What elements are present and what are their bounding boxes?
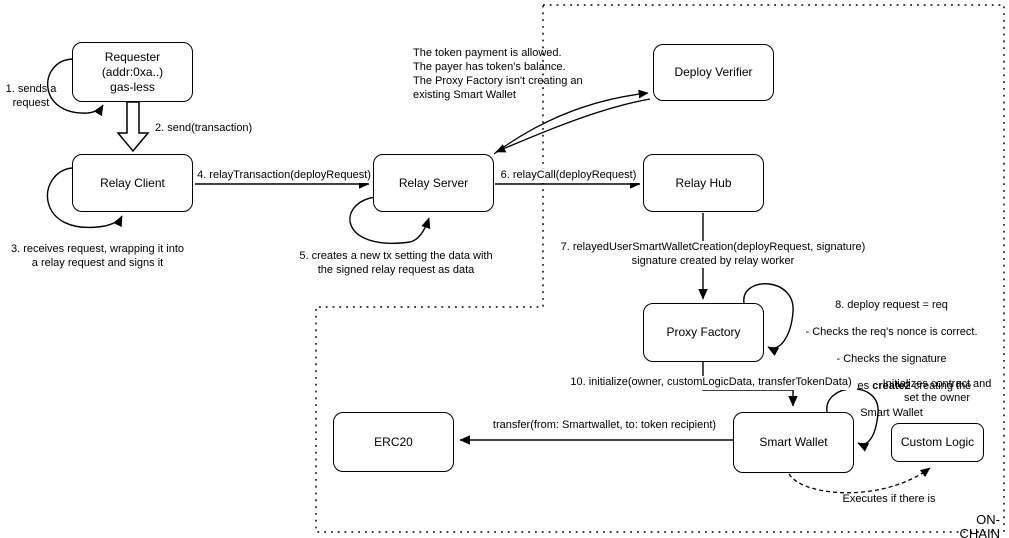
step6-label: 6. relayCall(deployRequest) xyxy=(497,169,640,183)
relay-hub-node: Relay Hub xyxy=(643,154,764,212)
custom-logic-node: Custom Logic xyxy=(891,423,984,462)
relay-server-label: Relay Server xyxy=(398,175,469,190)
step1-label: 1. sends a request xyxy=(5,83,57,109)
smart-wallet-label: Smart Wallet xyxy=(759,435,828,449)
step2-label: 2. send(transaction) xyxy=(155,122,253,134)
requester-node: Requester (addr:0xa..) gas-less xyxy=(72,42,193,102)
step5-label: 5. creates a new tx setting the data wit… xyxy=(299,250,493,276)
erc20-node: ERC20 xyxy=(333,412,454,472)
erc20-label: ERC20 xyxy=(374,434,413,449)
relay-server-node: Relay Server xyxy=(373,154,494,212)
step7-label: 7. relayedUserSmartWalletCreation(deploy… xyxy=(548,241,878,268)
send-transaction-arrow xyxy=(116,101,150,153)
step3-label: 3. receives request, wrapping it into a … xyxy=(10,243,185,269)
verifier-note: The token payment is allowed. The payer … xyxy=(413,47,583,101)
relay-client-node: Relay Client xyxy=(72,154,193,212)
note9-post: creating the xyxy=(910,379,972,392)
transfer-label: transfer(from: Smartwallet, to: token re… xyxy=(487,419,722,433)
step10-label: 10. initialize(owner, customLogicData, t… xyxy=(565,376,857,390)
proxy-factory-node: Proxy Factory xyxy=(643,303,764,362)
requester-label: Requester (addr:0xa..) gas-less xyxy=(101,49,164,94)
note9-bold: create2 xyxy=(872,379,911,392)
proxy-factory-label: Proxy Factory xyxy=(666,325,741,339)
step4-label: 4. relayTransaction(deployRequest) xyxy=(195,169,373,183)
note-8-9: 8. deploy request = req - Checks the req… xyxy=(783,285,1000,434)
note8-line1: 8. deploy request = req xyxy=(835,298,948,311)
smart-wallet-node: Smart Wallet xyxy=(733,412,854,473)
onchain-label: ON-CHAIN xyxy=(959,512,1000,538)
initializes-note: Initializes contract and set the owner xyxy=(882,378,992,404)
executes-note: Executes if there is xyxy=(842,493,936,505)
verify-response-arrow xyxy=(495,98,651,153)
relay-client-label: Relay Client xyxy=(100,175,165,190)
note9-line2: Smart Wallet xyxy=(860,406,923,419)
note8-line3: - Checks the signature xyxy=(836,352,947,365)
relay-hub-label: Relay Hub xyxy=(675,175,732,190)
note8-line2: - Checks the req's nonce is correct. xyxy=(805,325,978,338)
verify-request-arrow xyxy=(493,89,649,155)
custom-logic-label: Custom Logic xyxy=(900,435,975,449)
deploy-verifier-label: Deploy Verifier xyxy=(674,65,753,79)
deploy-verifier-node: Deploy Verifier xyxy=(653,44,774,101)
